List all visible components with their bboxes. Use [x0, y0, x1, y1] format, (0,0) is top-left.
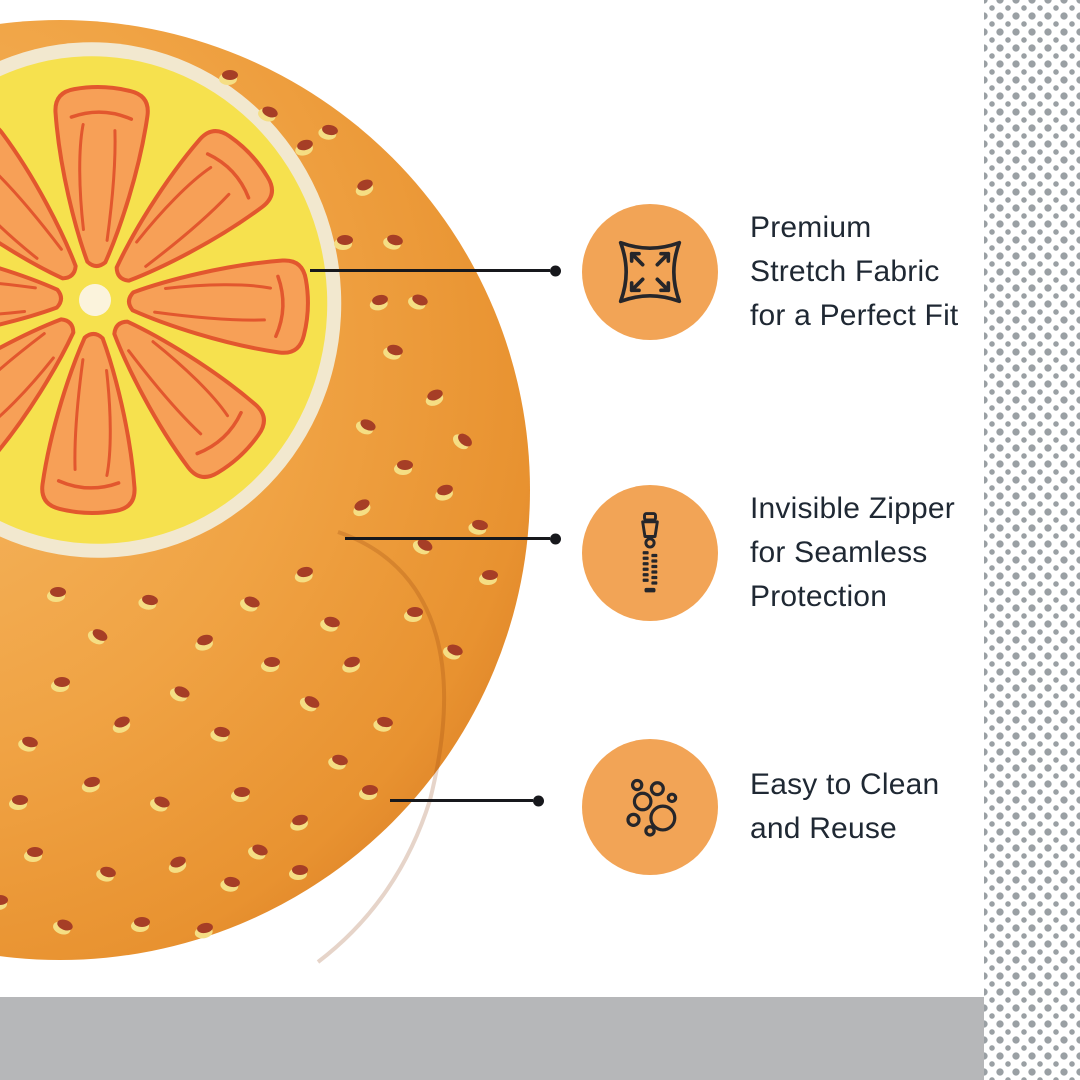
- feature-line: Stretch Fabric: [750, 255, 940, 288]
- callout-line-zipper: [345, 533, 561, 544]
- feature-item-zipper: Invisible Zipper for Seamless Protection: [582, 485, 955, 621]
- feature-text-zipper: Invisible Zipper for Seamless Protection: [750, 487, 955, 619]
- feature-line: Protection: [750, 580, 888, 613]
- feature-text-stretch-fabric: Premium Stretch Fabric for a Perfect Fit: [750, 206, 958, 338]
- feature-line: for Seamless: [750, 536, 928, 569]
- feature-line: Invisible Zipper: [750, 492, 955, 525]
- feature-line: for a Perfect Fit: [750, 299, 959, 332]
- orange-ball-product-image: [0, 20, 530, 964]
- callout-dot: [550, 265, 561, 276]
- bottom-bar: [0, 997, 984, 1080]
- feature-line: Easy to Clean: [750, 768, 940, 801]
- callout-dot: [550, 533, 561, 544]
- feature-line: and Reuse: [750, 812, 897, 845]
- feature-text-clean: Easy to Clean and Reuse: [750, 763, 939, 851]
- callout-line-clean: [390, 795, 544, 806]
- feature-item-stretch-fabric: Premium Stretch Fabric for a Perfect Fit: [582, 204, 958, 340]
- halftone-pattern: [984, 0, 1080, 1080]
- callout-dot: [533, 795, 544, 806]
- stretch-fabric-icon: [582, 204, 718, 340]
- zipper-icon: [582, 485, 718, 621]
- callout-line-stretch-fabric: [310, 265, 561, 276]
- feature-line: Premium: [750, 211, 872, 244]
- feature-item-clean: Easy to Clean and Reuse: [582, 739, 939, 875]
- bubbles-icon: [582, 739, 718, 875]
